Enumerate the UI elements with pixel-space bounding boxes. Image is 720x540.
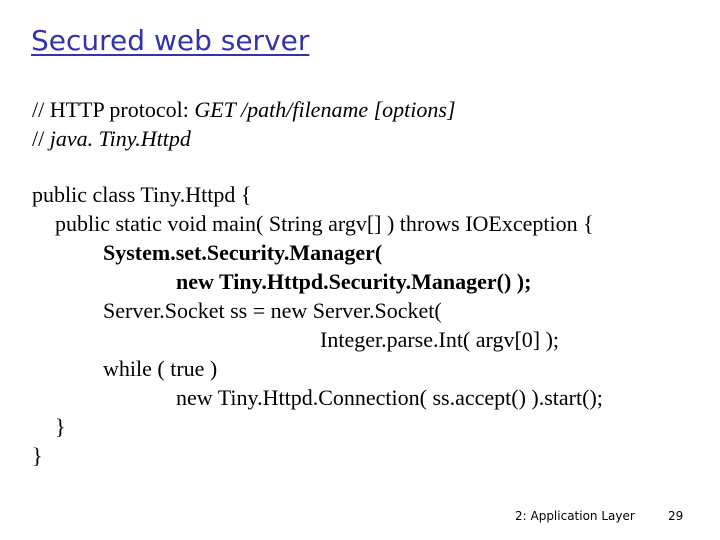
comment-http-prefix: // HTTP protocol: — [32, 97, 195, 122]
comment-http-protocol: // HTTP protocol: GET /path/filename [op… — [32, 99, 456, 121]
slide-title: Secured web server — [31, 24, 310, 57]
code-line-close-class: } — [32, 443, 43, 468]
footer-chapter-label: 2: Application Layer — [515, 509, 635, 523]
comment-java-class: // java. Tiny.Httpd — [32, 128, 191, 150]
code-line-server-socket: Server.Socket ss = new Server.Socket( — [103, 298, 442, 323]
comment-java-prefix: // — [32, 126, 50, 151]
comment-java-name: java. Tiny.Httpd — [49, 126, 191, 151]
code-line-class-decl: public class Tiny.Httpd { — [32, 182, 252, 207]
code-line-new-connection: new Tiny.Httpd.Connection( ss.accept() )… — [176, 385, 603, 410]
code-line-close-main: } — [55, 414, 66, 439]
footer-page-number: 29 — [668, 509, 684, 523]
code-line-set-security-manager: System.set.Security.Manager( — [103, 240, 383, 265]
code-line-main-decl: public static void main( String argv[] )… — [55, 211, 594, 236]
comment-http-syntax: GET /path/filename [options] — [194, 97, 456, 122]
code-line-parse-int: Integer.parse.Int( argv[0] ); — [320, 327, 560, 352]
code-line-while: while ( true ) — [103, 356, 218, 381]
code-line-new-security-manager: new Tiny.Httpd.Security.Manager() ); — [176, 269, 532, 294]
